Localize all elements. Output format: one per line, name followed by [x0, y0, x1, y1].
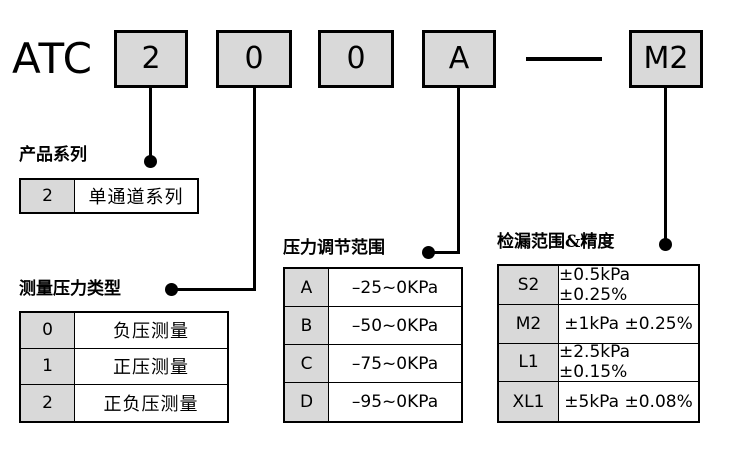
caption-product-series: 产品系列 [19, 145, 87, 165]
option-key: D [285, 383, 329, 421]
option-value: 负压测量 [75, 313, 227, 348]
option-key: 2 [21, 180, 75, 212]
table-row: M2 ±1kPa ±0.25% [499, 304, 698, 344]
connector-line-adjust-range-vertical [457, 88, 460, 254]
table-row: 2 单通道系列 [21, 180, 197, 212]
option-value: –75~0KPa [329, 345, 461, 382]
options-table-product-series: 2 单通道系列 [19, 178, 199, 214]
option-key: 1 [21, 348, 75, 384]
code-segment-adjust-range: A [422, 30, 496, 88]
table-row: B –50~0KPa [285, 307, 461, 345]
option-value: 正压测量 [75, 348, 227, 384]
brand-label: ATC [12, 34, 93, 83]
connector-line-pressure-type-horizontal [172, 288, 256, 291]
table-row: 0 负压测量 [21, 313, 227, 349]
code-segment-leak-range: M2 [629, 30, 703, 88]
caption-pressure-type: 测量压力类型 [19, 279, 121, 299]
option-value: ±2.5kPa ±0.15% [559, 342, 698, 382]
option-key: 0 [21, 313, 75, 348]
table-row: C –75~0KPa [285, 345, 461, 383]
option-key: L1 [499, 343, 559, 382]
table-row: L1 ±2.5kPa ±0.15% [499, 342, 698, 382]
code-separator-dash [526, 57, 602, 61]
caption-leak-range-accuracy: 检漏范围&精度 [497, 232, 615, 252]
option-key: S2 [499, 266, 559, 304]
option-value: 单通道系列 [75, 180, 197, 212]
option-key: A [285, 269, 329, 306]
connector-dot-series [144, 155, 157, 168]
table-row: 2 正负压测量 [21, 384, 227, 421]
table-row: XL1 ±5kPa ±0.08% [499, 382, 698, 421]
option-value: ±1kPa ±0.25% [559, 304, 698, 343]
table-row: D –95~0KPa [285, 383, 461, 421]
code-segment-reserved: 0 [318, 30, 394, 88]
options-table-pressure-type: 0 负压测量 1 正压测量 2 正负压测量 [19, 311, 229, 423]
connector-line-series [149, 88, 152, 160]
table-row: 1 正压测量 [21, 348, 227, 385]
connector-dot-leak-range [659, 238, 672, 251]
option-value: ±0.5kPa ±0.25% [559, 265, 698, 305]
option-key: B [285, 307, 329, 344]
option-key: M2 [499, 304, 559, 343]
option-value: –25~0KPa [329, 269, 461, 306]
connector-line-adjust-range-horizontal [430, 251, 460, 254]
option-key: XL1 [499, 382, 559, 421]
options-table-adjust-range: A –25~0KPa B –50~0KPa C –75~0KPa D –95~0… [283, 267, 463, 423]
options-table-leak-range: S2 ±0.5kPa ±0.25% M2 ±1kPa ±0.25% L1 ±2.… [497, 264, 700, 423]
option-key: 2 [21, 384, 75, 421]
table-row: A –25~0KPa [285, 269, 461, 307]
connector-line-pressure-type-vertical [253, 88, 256, 291]
table-row: S2 ±0.5kPa ±0.25% [499, 265, 698, 305]
option-value: 正负压测量 [75, 384, 227, 421]
connector-dot-adjust-range [422, 246, 435, 259]
connector-dot-pressure-type [165, 283, 178, 296]
connector-line-leak-range [664, 88, 667, 244]
caption-adjust-range: 压力调节范围 [283, 238, 385, 258]
code-segment-series: 2 [114, 30, 188, 88]
option-value: –50~0KPa [329, 307, 461, 344]
option-value: –95~0KPa [329, 383, 461, 421]
option-key: C [285, 345, 329, 382]
option-value: ±5kPa ±0.08% [559, 382, 698, 421]
code-segment-pressure-type: 0 [216, 30, 292, 88]
